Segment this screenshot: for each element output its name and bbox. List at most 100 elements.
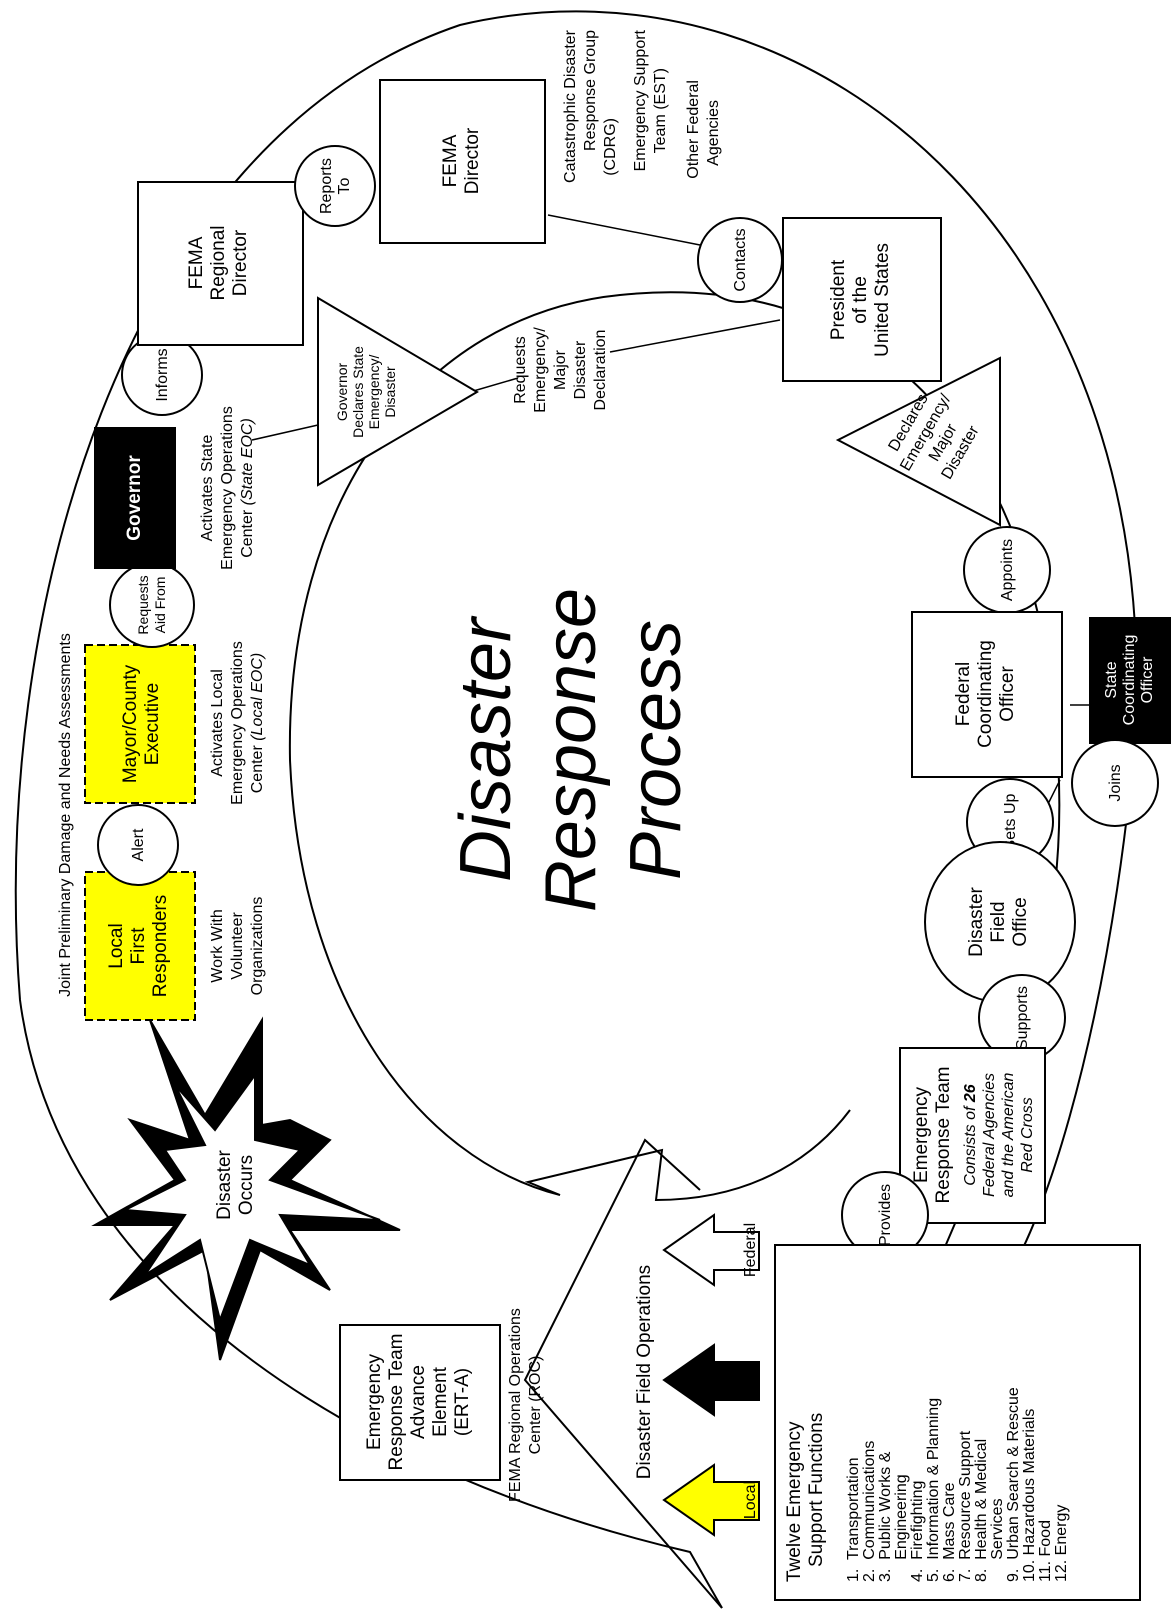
esf-item: 5. Information & Planning bbox=[925, 1398, 942, 1582]
local-first-responders-box: Local First Responders bbox=[84, 871, 196, 1021]
esf-box: Twelve Emergency Support Functions 1. Tr… bbox=[774, 1244, 1141, 1601]
sco-line-2: Coordinating bbox=[1121, 635, 1138, 726]
fema-director-box: FEMA Director bbox=[379, 79, 546, 244]
disaster-occurs-line-2: Occurs bbox=[236, 1155, 257, 1215]
cdrg-line-3: (CDRG) bbox=[602, 118, 619, 176]
esf-item: 9. Urban Search & Rescue bbox=[1005, 1387, 1022, 1582]
governor-declares-line-4: Disaster bbox=[382, 366, 398, 418]
activates-local-line-2: Emergency Operations bbox=[229, 641, 246, 805]
disaster-field-office-ellipse: Disaster Field Office bbox=[924, 841, 1076, 1003]
line-requests-to-president bbox=[609, 319, 781, 353]
provides-label: Provides bbox=[877, 1184, 894, 1246]
requests-decl-line-2: Emergency/ bbox=[532, 327, 549, 413]
governor-declares-triangle: Governor Declares State Emergency/ Disas… bbox=[317, 296, 479, 487]
cdrg-line-2: Response Group bbox=[582, 30, 599, 151]
requests-decl-line-5: Declaration bbox=[592, 330, 609, 411]
sets-up-label: Sets Up bbox=[1002, 793, 1019, 850]
federal-coordinating-officer-box: Federal Coordinating Officer bbox=[911, 611, 1063, 778]
ert-note-line-3: and the American bbox=[1000, 1072, 1017, 1197]
president-line-2: of the bbox=[850, 276, 871, 324]
local-arrow bbox=[662, 1463, 760, 1537]
reports-to-line-2: To bbox=[336, 177, 353, 194]
reports-to-connector: Reports To bbox=[294, 145, 376, 227]
esf-item: 1. Transportation bbox=[845, 1457, 862, 1582]
ert-a-line-5: (ERT-A) bbox=[452, 1368, 473, 1436]
ert-line-1: Emergency bbox=[911, 1086, 932, 1183]
governor-declares-line-1: Governor bbox=[334, 362, 350, 421]
informs-connector: Informs bbox=[121, 334, 203, 416]
appoints-connector: Appoints bbox=[963, 526, 1051, 614]
est-line-1: Emergency Support bbox=[632, 29, 649, 171]
requests-decl-line-3: Major bbox=[552, 349, 569, 390]
joins-label: Joins bbox=[1107, 764, 1124, 801]
governor-declares-line-2: Declares State bbox=[350, 346, 366, 438]
local-first-responders-line-1: Local bbox=[106, 923, 127, 968]
fema-regional-director-box: FEMA Regional Director bbox=[137, 181, 304, 346]
esf-item: Services bbox=[989, 1498, 1006, 1582]
state-arrow bbox=[662, 1343, 760, 1417]
esf-item: 6. Mass Care bbox=[941, 1482, 958, 1582]
state-level-label: State bbox=[742, 1361, 759, 1398]
cycle-arrow-head bbox=[523, 1138, 723, 1609]
esf-title-line-1: Twelve Emergency bbox=[784, 1421, 805, 1582]
disaster-occurs-burst: Disaster Occurs bbox=[91, 1016, 401, 1361]
joins-connector: Joins bbox=[1071, 739, 1159, 827]
svg-text:Center (State EOC): Center (State EOC) bbox=[239, 418, 256, 558]
esf-item: 12. Energy bbox=[1053, 1505, 1070, 1582]
requests-aid-line-2: Aid From bbox=[152, 577, 168, 634]
line-state-eoc-to-governor-declares bbox=[251, 424, 319, 441]
mayor-county-executive-box: Mayor/County Executive bbox=[84, 644, 196, 804]
governor-label: Governor bbox=[124, 455, 145, 541]
fema-director-line-2: Director bbox=[462, 127, 483, 194]
president-box: President of the United States bbox=[782, 217, 942, 382]
local-level-label: Local bbox=[742, 1481, 759, 1519]
activates-state-line-1: Activates State bbox=[199, 435, 216, 542]
esf-item: 2. Communications bbox=[861, 1441, 878, 1582]
est-line-2: Team (EST) bbox=[652, 68, 669, 153]
roc-line-2: Center (ROC) bbox=[527, 1356, 544, 1455]
fema-regional-line-3: Director bbox=[230, 229, 251, 296]
ert-line-2: Response Team bbox=[933, 1067, 954, 1204]
mayor-line-1: Mayor/County bbox=[120, 664, 141, 783]
contacts-connector: Contacts bbox=[697, 217, 783, 303]
activates-local-line-3: Center bbox=[249, 741, 266, 793]
esf-item: 8. Health & Medical bbox=[973, 1439, 990, 1582]
governor-declares-line-3: Emergency/ bbox=[366, 355, 382, 430]
line-governor-declares-to-requests bbox=[469, 377, 519, 393]
fco-line-2: Coordinating bbox=[975, 640, 996, 748]
work-with-line-2: Volunteer bbox=[229, 912, 246, 980]
ert-note-prefix: Consists of bbox=[962, 1102, 979, 1186]
field-operations-legend: Disaster Field Operations Local State Fe… bbox=[634, 1213, 760, 1537]
requests-aid-line-1: Requests bbox=[135, 575, 151, 634]
title-line-1: Disaster bbox=[446, 615, 526, 882]
sco-line-3: Officer bbox=[1139, 656, 1156, 704]
ert-a-line-1: Emergency bbox=[364, 1353, 385, 1450]
reports-to-line-1: Reports bbox=[318, 158, 335, 214]
activates-local-line-1: Activates Local bbox=[209, 669, 226, 777]
state-coordinating-officer-box: State Coordinating Officer bbox=[1089, 617, 1171, 744]
esf-item: 10. Hazardous Materials bbox=[1021, 1409, 1038, 1582]
alert-label: Alert bbox=[130, 828, 147, 861]
president-line-1: President bbox=[828, 259, 849, 340]
president-line-3: United States bbox=[872, 243, 893, 357]
title-line-2: Response bbox=[531, 588, 611, 912]
cdrg-line-1: Catastrophic Disaster bbox=[562, 29, 579, 183]
esf-item: 7. Resource Support bbox=[957, 1430, 974, 1582]
esf-item: 3. Public Works & bbox=[877, 1451, 894, 1582]
esf-item: 11. Food bbox=[1037, 1520, 1054, 1582]
state-eoc-italic: (State EOC) bbox=[239, 418, 256, 505]
fema-director-line-1: FEMA bbox=[440, 134, 461, 187]
disaster-occurs-line-1: Disaster bbox=[214, 1149, 235, 1219]
federal-arrow bbox=[662, 1213, 760, 1287]
diagram-title: Disaster Response Process bbox=[446, 588, 696, 912]
supports-label: Supports bbox=[1014, 986, 1031, 1050]
dfo-line-1: Disaster bbox=[966, 886, 987, 956]
mayor-line-2: Executive bbox=[142, 683, 163, 765]
svg-text:Consists of 26: Consists of 26 bbox=[962, 1084, 979, 1185]
ert-a-line-2: Response Team bbox=[386, 1334, 407, 1471]
field-operations-title: Disaster Field Operations bbox=[634, 1265, 655, 1479]
federal-level-label: Federal bbox=[742, 1223, 759, 1277]
work-with-line-1: Work With bbox=[209, 909, 226, 982]
ert-note-line-2: Federal Agencies bbox=[981, 1073, 998, 1197]
requests-aid-connector: Requests Aid From bbox=[109, 562, 195, 648]
